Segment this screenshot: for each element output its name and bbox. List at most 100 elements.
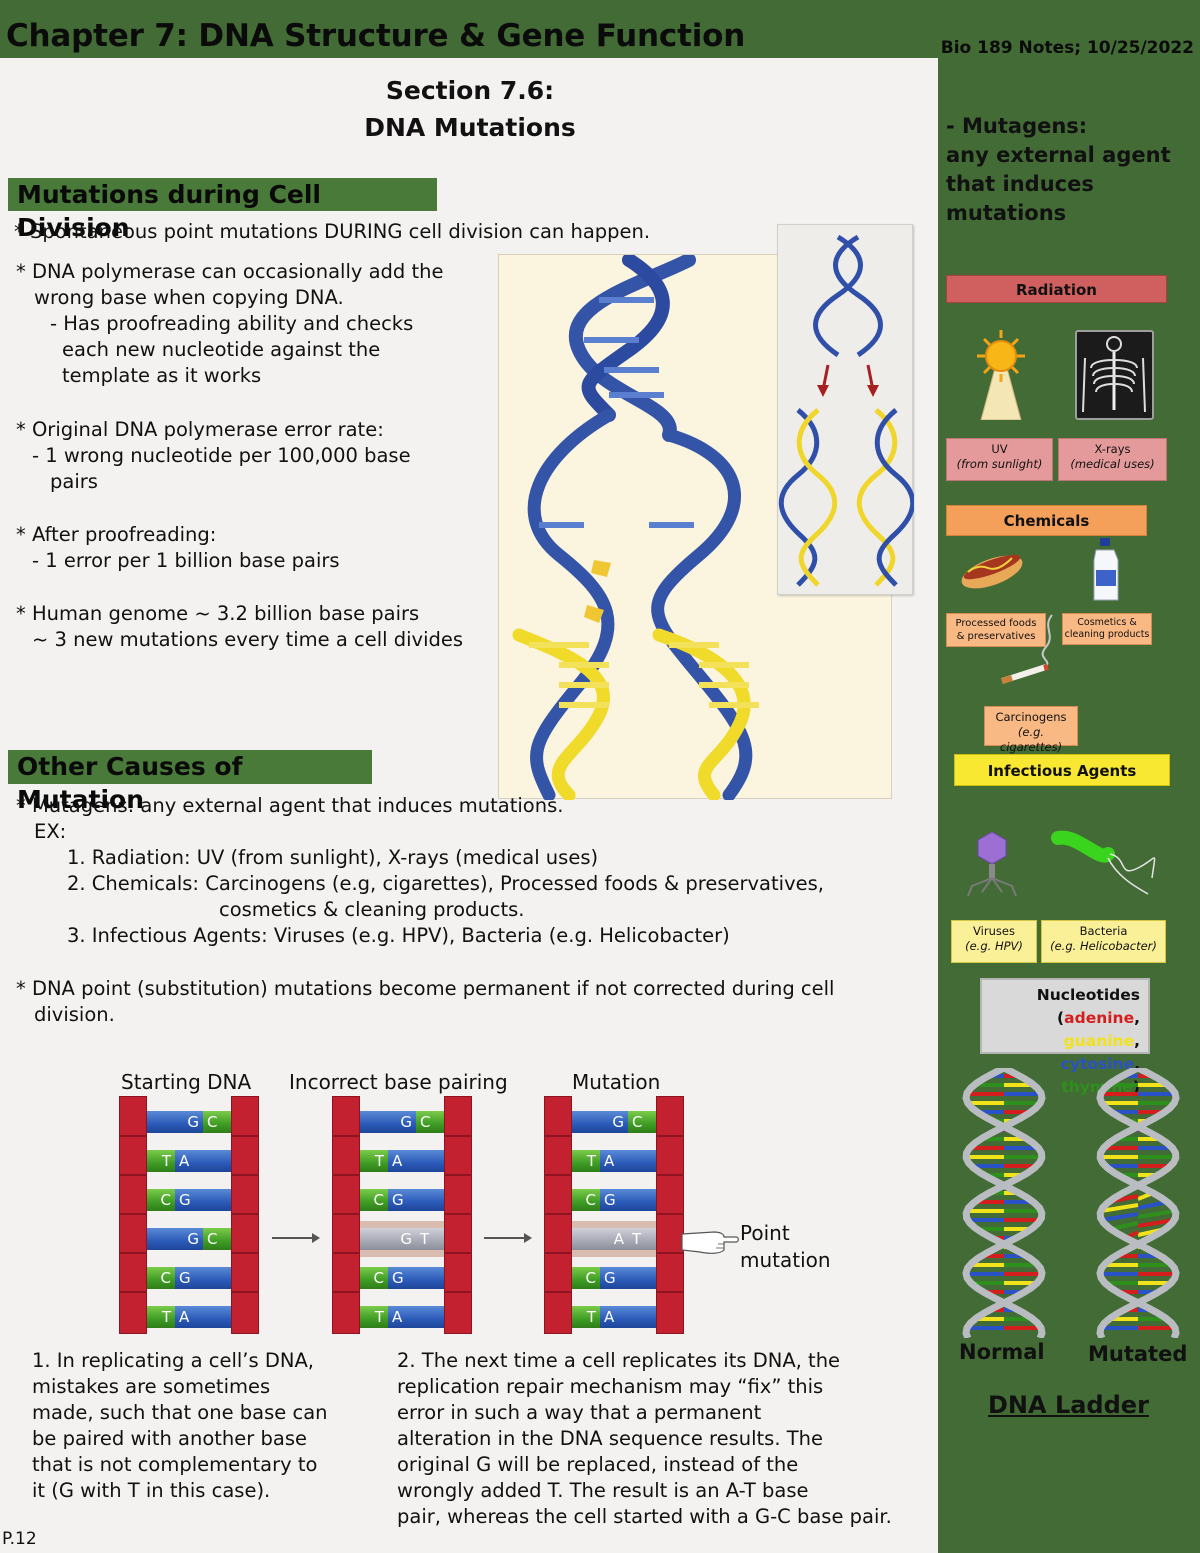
helix-rung [1137, 1200, 1168, 1210]
nucleotides-line-1: (adenine, guanine, [1057, 1009, 1140, 1050]
nucleotide-base: G [360, 1111, 416, 1133]
nucleotide-base: T [572, 1150, 600, 1172]
note-line: wrong base when copying DNA. [34, 286, 344, 309]
rail-segment [120, 1174, 146, 1176]
note-line: * Human genome ~ 3.2 billion base pairs [16, 602, 420, 625]
nucleotide-base: T [147, 1150, 175, 1172]
section-number: Section 7.6: [385, 76, 555, 105]
nucleotide-base: A [600, 1306, 656, 1328]
backbone-rail [231, 1096, 259, 1334]
label-incorrect-pairing: Incorrect base pairing [289, 1070, 508, 1094]
nucleotide-base: G [147, 1111, 203, 1133]
normal-dna-icon [956, 1064, 1052, 1342]
rail-segment [120, 1135, 146, 1137]
inset-helix-graphic [778, 234, 916, 587]
bacteria-icon [1048, 828, 1160, 902]
mutated-label: Mutated [1088, 1342, 1188, 1366]
nucleotide-base: G [175, 1267, 231, 1289]
caption-line: wrongly added T. The result is an A-T ba… [397, 1479, 809, 1502]
rail-segment [657, 1174, 683, 1176]
replication-inset-illustration [777, 224, 916, 595]
rail-segment [657, 1252, 683, 1254]
mutagens-note: - Mutagens: any external agent that indu… [946, 112, 1171, 228]
viruses-label: Viruses [973, 924, 1015, 938]
cosmetics-line: Cosmetics & [1077, 617, 1137, 628]
rail-segment [333, 1174, 359, 1176]
point-mutation-label: Point mutation [740, 1220, 831, 1274]
replication-fork-graphic [512, 253, 759, 802]
note-line: division. [34, 1003, 115, 1026]
section-name: DNA Mutations [364, 113, 576, 142]
note-line: - 1 wrong nucleotide per 100,000 base [32, 444, 411, 467]
rail-segment [545, 1291, 571, 1293]
nucleotide-base: T [628, 1228, 656, 1250]
xray-icon [1075, 330, 1154, 420]
rail-segment [445, 1213, 471, 1215]
page-header: Chapter 7: DNA Structure & Gene Function… [0, 0, 1200, 58]
nucleotide-base: G [600, 1267, 656, 1289]
note-line: cosmetics & cleaning products. [219, 898, 525, 921]
xrays-label: X-rays [1094, 442, 1131, 456]
note-line: * Original DNA polymerase error rate: [16, 418, 384, 441]
caption-line: pair, whereas the cell started with a G-… [397, 1505, 892, 1528]
bacteria-sublabel: (e.g. Helicobacter) [1050, 939, 1157, 953]
note-line: EX: [34, 820, 67, 843]
notes-meta: Bio 189 Notes; 10/25/2022 [940, 38, 1194, 58]
infectious-agents-label: Infectious Agents [954, 754, 1170, 786]
caption-line: replication repair mechanism may “fix” t… [397, 1375, 824, 1398]
processed-foods-line: Processed foods [955, 618, 1037, 629]
caption-line: error in such a way that a permanent [397, 1401, 762, 1424]
arrow-right-icon [272, 1233, 320, 1243]
nucleotide-base: C [147, 1189, 175, 1211]
rail-segment [333, 1291, 359, 1293]
cytosine-label: cytosine [1060, 1055, 1135, 1073]
rail-segment [120, 1291, 146, 1293]
uv-sublabel: (from sunlight) [956, 457, 1043, 471]
processed-foods-line: & preservatives [956, 631, 1036, 642]
mutagens-note-line: that induces [946, 172, 1094, 196]
nucleotide-base: T [572, 1306, 600, 1328]
processed-foods-box: Processed foods & preservatives [946, 613, 1046, 647]
mutagens-note-line: any external agent [946, 143, 1171, 167]
rail-segment [232, 1252, 258, 1254]
cosmetics-box: Cosmetics & cleaning products [1062, 613, 1152, 645]
rail-segment [545, 1174, 571, 1176]
nucleotide-base: A [388, 1150, 444, 1172]
rail-segment [333, 1135, 359, 1137]
rail-segment [445, 1174, 471, 1176]
rail-segment [657, 1213, 683, 1215]
caption-step-2: 2. The next time a cell replicates its D… [397, 1348, 937, 1530]
note-line: * After proofreading: [16, 523, 217, 546]
caption-line: original G will be replaced, instead of … [397, 1453, 799, 1476]
heading-cell-division: Mutations during Cell Division [8, 178, 437, 242]
dna-ladder-title: DNA Ladder [988, 1391, 1149, 1419]
nucleotide-base: A [175, 1306, 231, 1328]
caption-line: 2. The next time a cell replicates its D… [397, 1349, 841, 1372]
nucleotide-base: C [203, 1228, 231, 1250]
rail-segment [545, 1135, 571, 1137]
rail-segment [657, 1135, 683, 1137]
helix-rung [1137, 1218, 1175, 1228]
backbone-rail [119, 1096, 147, 1334]
bleach-bottle-icon [1090, 536, 1122, 608]
nucleotide-base: C [147, 1267, 175, 1289]
bacteria-label: Bacteria [1079, 924, 1128, 938]
mutagens-sidebar: - Mutagens: any external agent that indu… [938, 58, 1200, 1553]
caption-step-1: 1. In replicating a cell’s DNA, mistakes… [32, 1348, 372, 1504]
main-content: Section 7.6: DNA Mutations Mutations dur… [0, 58, 938, 1553]
xrays-box: X-rays (medical uses) [1058, 438, 1167, 481]
nucleotides-legend: Nucleotides (adenine, guanine, cytosine,… [980, 978, 1150, 1096]
normal-label: Normal [959, 1340, 1045, 1364]
nucleotide-base: C [628, 1111, 656, 1133]
rail-segment [445, 1135, 471, 1137]
note-line: - Has proofreading ability and checks [50, 312, 414, 335]
